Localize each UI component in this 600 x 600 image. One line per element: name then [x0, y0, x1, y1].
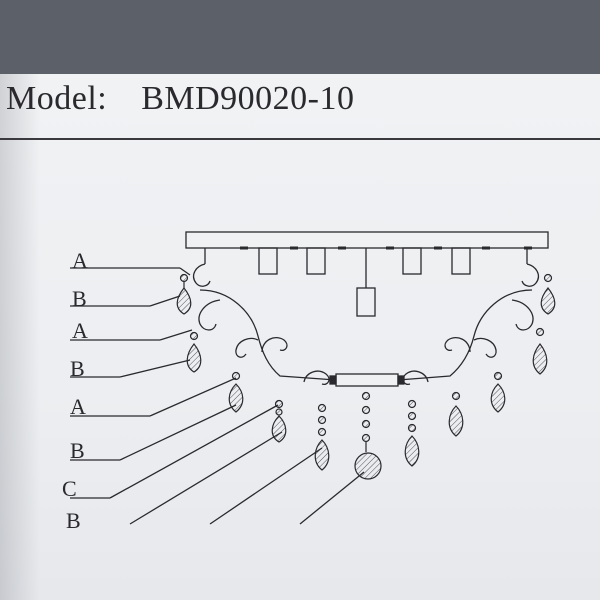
right-inner-crystals: [404, 371, 506, 467]
leader-lines: [70, 267, 365, 525]
bulb-holders: [258, 247, 471, 317]
part-label-b: B: [70, 438, 85, 463]
center-bar: [329, 373, 405, 387]
part-label-b: B: [70, 356, 85, 381]
model-number: BMD90020-10: [141, 80, 355, 117]
crystal-drops: [176, 273, 556, 480]
right-scroll-arm: [397, 263, 540, 385]
document-sheet: [0, 74, 600, 600]
model-label: Model:: [6, 80, 108, 117]
ceiling-plate: [185, 231, 549, 250]
left-outer-crystals: [176, 273, 202, 373]
part-label-b: B: [72, 286, 87, 311]
paper-shadow: [0, 74, 40, 600]
model-header: Model: BMD90020-10: [6, 80, 355, 124]
center-ball-crystal: [354, 391, 382, 480]
left-scroll-arm: [192, 263, 337, 385]
part-label-b: B: [66, 508, 81, 533]
part-label-c: C: [62, 476, 77, 501]
part-label-a: A: [70, 394, 86, 419]
right-outer-crystals: [532, 273, 556, 375]
part-label-a: A: [72, 248, 88, 273]
left-inner-crystals: [228, 371, 330, 471]
header-divider: [0, 138, 600, 140]
part-label-a: A: [72, 318, 88, 343]
